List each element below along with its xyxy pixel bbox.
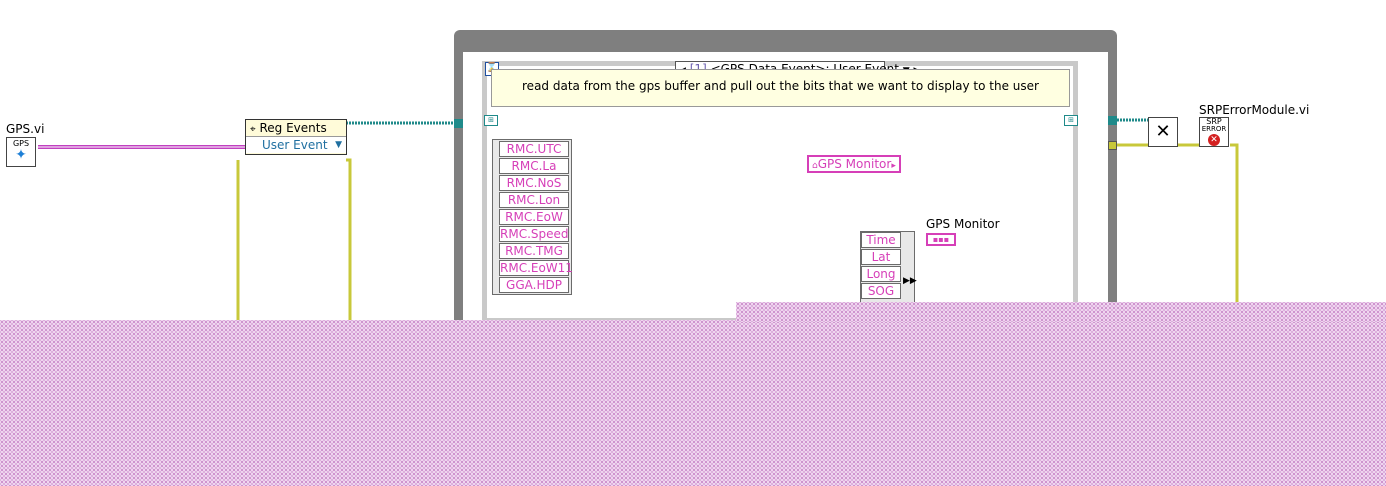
- satellite-icon: ✦: [15, 147, 27, 163]
- house-icon: ⌂: [812, 161, 818, 171]
- gps-icon-text: GPS: [12, 139, 30, 148]
- close-reference-icon: ✕: [1155, 121, 1171, 142]
- bundle-item[interactable]: Lat: [861, 249, 901, 265]
- gps-monitor-indicator[interactable]: ▪▪▪: [926, 233, 956, 246]
- gps-monitor-label: GPS Monitor: [926, 217, 1000, 231]
- bundle-by-name[interactable]: Time Lat Long SOG ▶▶: [860, 231, 917, 311]
- register-events-node[interactable]: ⌖ Reg Events User Event ▼: [245, 119, 347, 155]
- bundle-output-arrow-icon: ▶▶: [903, 276, 917, 286]
- event-registration-tunnel: [454, 119, 463, 128]
- srp-icon-text: SRP: [1206, 117, 1222, 126]
- srp-error-module-label: SRPErrorModule.vi: [1199, 103, 1310, 117]
- gps-vi-icon[interactable]: GPS ✦: [6, 137, 36, 167]
- unbundle-item[interactable]: RMC.EoW: [499, 209, 569, 225]
- dropdown-arrow-icon[interactable]: ▼: [335, 140, 342, 150]
- event-data-terminal[interactable]: ⊞: [484, 115, 498, 126]
- unbundle-item[interactable]: RMC.Lon: [499, 192, 569, 208]
- error-icon-text: ERROR: [1201, 125, 1227, 133]
- unbundle-item[interactable]: GGA.HDP: [499, 277, 569, 293]
- obscured-region-top: [736, 302, 1386, 322]
- unbundle-item[interactable]: RMC.EoW11: [499, 260, 573, 276]
- error-x-icon: ✕: [1208, 134, 1220, 146]
- unbundle-by-name[interactable]: RMC.UTC RMC.La RMC.NoS RMC.Lon RMC.EoW R…: [492, 139, 573, 295]
- reg-events-title: Reg Events: [259, 121, 327, 135]
- reg-events-header: ⌖ Reg Events: [246, 120, 346, 137]
- unbundle-item[interactable]: RMC.UTC: [499, 141, 569, 157]
- event-data-out-terminal[interactable]: ⊞: [1064, 115, 1078, 126]
- obscured-region: [0, 320, 1386, 486]
- reg-events-icon: ⌖: [250, 124, 256, 135]
- unbundle-item[interactable]: RMC.NoS: [499, 175, 569, 191]
- block-diagram-comment: read data from the gps buffer and pull o…: [491, 69, 1070, 107]
- unbundle-item[interactable]: RMC.La: [499, 158, 569, 174]
- bundle-item[interactable]: SOG: [861, 283, 901, 299]
- close-reference-node[interactable]: ✕: [1148, 117, 1178, 147]
- unbundle-item[interactable]: RMC.TMG: [499, 243, 569, 259]
- error-out-tunnel: [1108, 141, 1117, 150]
- bundle-item[interactable]: Long: [861, 266, 901, 282]
- srp-error-module-icon[interactable]: SRP ERROR ✕: [1199, 117, 1229, 147]
- bundle-item[interactable]: Time: [861, 232, 901, 248]
- gps-monitor-reference[interactable]: ⌂GPS Monitor▸: [807, 155, 901, 173]
- unbundle-item[interactable]: RMC.Speed: [499, 226, 569, 242]
- gps-vi-label: GPS.vi: [6, 122, 45, 136]
- reg-events-item[interactable]: User Event ▼: [246, 137, 346, 153]
- event-out-tunnel: [1108, 116, 1117, 125]
